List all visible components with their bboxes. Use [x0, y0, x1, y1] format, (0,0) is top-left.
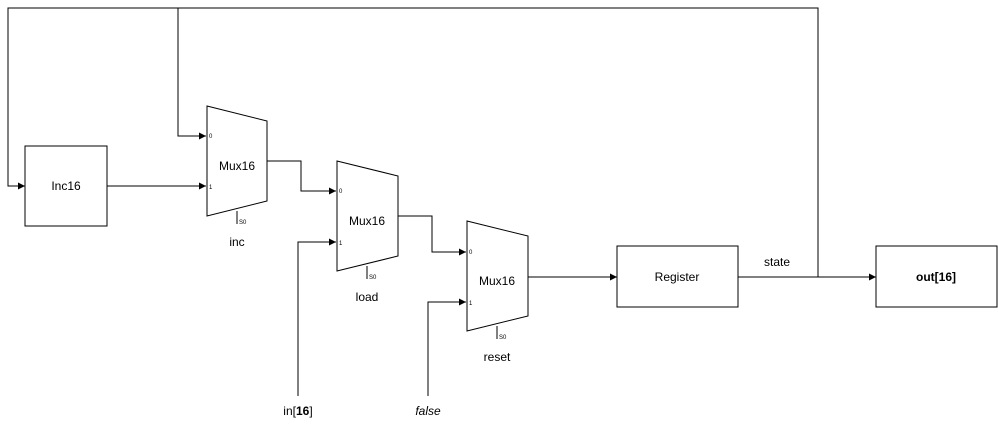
mux-inc: Mux16 0 1 S0 inc	[206, 105, 268, 249]
in16-input-label: in[16]	[283, 404, 312, 418]
mux-inc-port1: 1	[209, 185, 213, 191]
inc16-label: Inc16	[51, 179, 81, 193]
mux-load-port1: 1	[339, 241, 343, 247]
mux-load-select-label: load	[356, 290, 379, 304]
mux-reset-port0: 0	[469, 250, 473, 256]
inc16-block: Inc16	[24, 145, 108, 227]
mux-load-label: Mux16	[349, 214, 385, 228]
false-constant-label: false	[415, 404, 441, 418]
mux-reset: Mux16 0 1 S0 reset	[466, 220, 529, 364]
mux-reset-select-label: reset	[484, 350, 511, 364]
out16-block: out[16]	[875, 245, 998, 308]
register-block: Register	[616, 245, 739, 308]
mux-reset-sel-port: S0	[499, 335, 507, 341]
wire-in16-to-mux-load-in1	[297, 238, 336, 396]
state-wire-label: state	[764, 255, 790, 269]
mux-inc-select-label: inc	[229, 235, 244, 249]
mux-load: Mux16 0 1 S0 load	[336, 160, 399, 304]
wire-false-to-mux-reset-in1	[427, 298, 466, 396]
mux-reset-label: Mux16	[479, 274, 515, 288]
out16-label: out[16]	[916, 270, 956, 284]
mux-reset-port1: 1	[469, 301, 473, 307]
mux-inc-port0: 0	[209, 134, 213, 140]
mux-inc-label: Mux16	[219, 159, 255, 173]
wire-mux-load-to-mux-reset	[398, 215, 466, 256]
mux-load-port0: 0	[339, 189, 343, 195]
feedback-wire-to-mux-inc-in0	[177, 8, 206, 140]
mux-inc-sel-port: S0	[239, 220, 247, 226]
register-label: Register	[655, 270, 700, 284]
feedback-wire-to-inc16	[7, 7, 819, 277]
wire-mux-inc-to-mux-load	[267, 160, 336, 195]
mux-load-sel-port: S0	[369, 275, 377, 281]
